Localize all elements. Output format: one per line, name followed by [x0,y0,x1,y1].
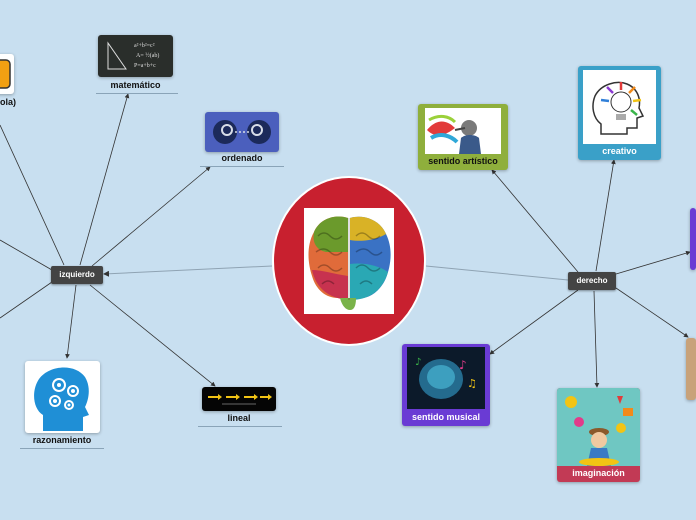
link-left-matematico [79,93,130,266]
branch-derecho[interactable]: derecho [568,272,616,290]
linear-arrows-icon [208,394,272,405]
link-right-offscreen-2 [615,287,689,338]
svg-text:♪: ♪ [415,357,421,368]
ordered-gears-heads-icon [213,120,271,144]
node-creativo-label: creativo [602,146,637,156]
node-imaginacion-label: imaginación [572,468,625,478]
link-right-artistico [491,169,579,273]
node-ola-image[interactable] [0,54,14,94]
link-left-offscreen-1 [0,239,53,271]
node-ordenado-label: ordenado [221,153,263,163]
node-matematico-label: matemático [110,80,161,90]
node-lineal-label: lineal [227,413,251,423]
svg-text:♪: ♪ [459,358,467,372]
svg-text:a²+b²=c²: a²+b²=c² [134,43,155,49]
node-sentido-artistico[interactable]: sentido artístico [418,104,508,170]
node-imaginacion[interactable]: imaginación [557,388,640,482]
link-right-offscreen-1 [615,250,691,275]
node-sentido-musical[interactable]: ♪ ♫ ♪ sentido musical [402,344,490,426]
link-right-musical [489,289,579,355]
node-razonamiento-image[interactable] [25,361,100,433]
svg-text:♫: ♫ [467,377,477,390]
node-ordenado-image[interactable] [205,112,279,152]
link-right-imaginacion [593,290,600,388]
node-creativo[interactable]: creativo [578,66,661,160]
bell-icon [0,59,11,89]
node-lineal-underline [198,426,282,427]
node-lineal-image[interactable] [202,387,276,411]
svg-text:P=a+b+c: P=a+b+c [134,63,156,69]
link-left-lineal [89,284,216,387]
central-topic[interactable] [272,176,426,346]
node-razonamiento-underline [20,448,104,449]
branch-izquierdo[interactable]: izquierdo [51,266,103,284]
chalkboard-formula-icon: a²+b²=c² A= ½(ab) P=a+b+c [107,41,159,70]
node-sentido-musical-label: sentido musical [411,412,481,422]
link-left-ola [0,124,65,266]
art-brush-icon [427,114,481,154]
lightbulb-head-icon [592,81,645,135]
svg-text:A= ½(ab): A= ½(ab) [136,52,159,59]
link-center-left [103,265,273,277]
node-ordenado-underline [200,166,284,167]
link-left-razonamiento [65,284,77,359]
head-gears-icon [34,367,89,431]
node-matematico-image[interactable]: a²+b²=c² A= ½(ab) P=a+b+c [98,35,173,77]
node-razonamiento-label: razonamiento [32,435,92,445]
link-right-creativo [595,159,616,272]
node-offscreen-brown[interactable] [686,338,696,400]
link-left-offscreen-2 [0,281,53,319]
link-center-right [425,265,569,281]
node-matematico-underline [96,93,178,94]
music-brain-icon: ♪ ♫ ♪ [415,357,477,399]
link-left-ordenado [91,166,211,267]
node-ola-label: ola) [0,97,17,107]
node-offscreen-purple[interactable] [690,208,696,270]
node-sentido-artistico-label: sentido artístico [428,156,498,166]
imagination-child-icon [565,396,633,466]
brain-icon [308,216,391,310]
